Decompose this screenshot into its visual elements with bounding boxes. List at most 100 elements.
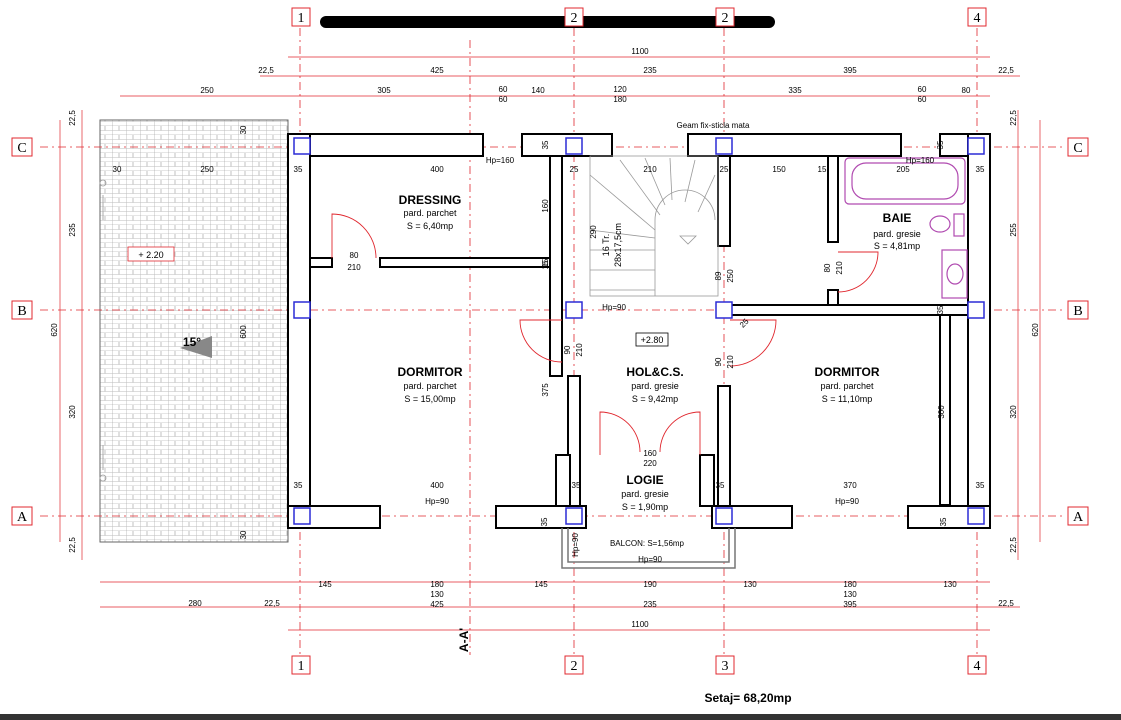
dim-int: 160 — [643, 449, 657, 458]
dim-right: 620 — [1031, 323, 1040, 337]
bottom-dimensions: 145 180 130 145 190 130 180 130 130 280 … — [188, 580, 1014, 629]
dim-int: 35 — [936, 305, 945, 314]
axis-col-label-bottom: 4 — [974, 659, 981, 674]
dim-int: 375 — [541, 383, 550, 397]
dim-seg: 395 — [843, 66, 857, 75]
dim-total-bottom: 1100 — [631, 620, 649, 629]
dim-sub: 60 — [499, 95, 508, 104]
level-roof: + 2.20 — [138, 250, 163, 260]
axis-col-label: 2 — [571, 11, 578, 26]
dim-int: 370 — [843, 481, 857, 490]
dim-int: 35 — [294, 165, 303, 174]
stairs — [589, 155, 719, 297]
roof-tiles — [99, 119, 289, 543]
room-name: DORMITOR — [814, 365, 879, 379]
dim-left-edge: 22,5 — [258, 66, 274, 75]
dim-int: 25 — [570, 165, 579, 174]
dim-sub: 60 — [918, 95, 927, 104]
dim-int: 400 — [430, 165, 444, 174]
axis-row-label: A — [17, 510, 28, 525]
dim-sub: 60 — [918, 85, 927, 94]
dim-bottom: 190 — [643, 580, 657, 589]
axis-row-label: B — [1073, 304, 1082, 319]
axis-col-label: 4 — [974, 11, 981, 26]
dim-bottom: 130 — [843, 590, 857, 599]
side-dimensions: 22,5 235 620 320 22,5 22,5 255 620 320 2… — [50, 110, 1040, 553]
dim-int: 35 — [541, 140, 550, 149]
room-name: BAIE — [883, 211, 912, 225]
dim-sub: 250 — [200, 86, 214, 95]
dim-int: 90 — [563, 345, 572, 354]
height-label: Hp=90 — [425, 497, 449, 506]
height-label: Hp=90 — [571, 533, 580, 557]
dim-int: 35 — [976, 165, 985, 174]
room-area: S = 15,00mp — [404, 394, 455, 404]
dim-left: 22,5 — [68, 110, 77, 126]
total-area: Setaj= 68,20mp — [704, 691, 791, 705]
roof-markers — [99, 179, 107, 482]
height-label: Hp=90 — [835, 497, 859, 506]
balcony-outline — [561, 528, 736, 569]
glass-note: Geam fix-sticla mata — [677, 121, 750, 130]
dim-int: 35 — [936, 140, 945, 149]
dim-int: 35 — [976, 481, 985, 490]
dim-bottom: 395 — [843, 600, 857, 609]
dim-sub: 335 — [788, 86, 802, 95]
room-floor: pard. parchet — [820, 381, 874, 391]
dim-bottom: 180 — [430, 580, 444, 589]
dim-bottom: 145 — [318, 580, 332, 589]
doors — [331, 213, 879, 455]
dim-int: 80 — [823, 263, 832, 272]
axis-col-label-bottom: 1 — [298, 659, 305, 674]
axis-row-label: B — [17, 304, 26, 319]
room-area: S = 1,90mp — [622, 502, 668, 512]
dim-left: 620 — [50, 323, 59, 337]
dim-int: 220 — [643, 459, 657, 468]
dim-int: 35 — [294, 481, 303, 490]
dim-int: 25 — [738, 317, 751, 330]
stair-label: 16 Tr. — [601, 234, 611, 257]
dim-int: 15 — [541, 260, 550, 269]
pillars — [293, 137, 985, 525]
dim-int: 90 — [714, 357, 723, 366]
dim-bottom: 280 — [188, 599, 202, 608]
dim-int: 400 — [430, 481, 444, 490]
dim-int: 300 — [937, 405, 946, 419]
dim-right: 320 — [1009, 405, 1018, 419]
dim-int: 30 — [113, 165, 122, 174]
dim-int: 15 — [818, 165, 827, 174]
dim-sub: 140 — [531, 86, 545, 95]
axis-col-label-bottom: 2 — [571, 659, 578, 674]
dim-bottom: 425 — [430, 600, 444, 609]
room-floor: pard. parchet — [403, 208, 457, 218]
dim-int: 150 — [772, 165, 786, 174]
header-bar — [320, 16, 775, 28]
walls — [287, 133, 991, 529]
dim-bottom: 180 — [843, 580, 857, 589]
dim-sub: 180 — [613, 95, 627, 104]
dim-int: 210 — [643, 165, 657, 174]
dim-seg: 235 — [643, 66, 657, 75]
dim-sub: 80 — [962, 86, 971, 95]
stair-label: 28x17,5cm — [613, 223, 623, 267]
dim-right: 22,5 — [1009, 110, 1018, 126]
dim-int: 290 — [589, 225, 598, 239]
room-area: S = 11,10mp — [822, 394, 873, 404]
dim-int: 160 — [541, 199, 550, 213]
dim-int: 210 — [575, 343, 584, 357]
axis-col-label: 1 — [298, 11, 305, 26]
slope-label: 15° — [183, 335, 201, 349]
dim-seg: 425 — [430, 66, 444, 75]
room-name: DORMITOR — [397, 365, 462, 379]
dim-int: 89 — [714, 271, 723, 280]
dim-int: 35 — [716, 481, 725, 490]
room-area: S = 6,40mp — [407, 221, 453, 231]
rooms: DRESSING pard. parchet S = 6,40mp BAIE p… — [397, 193, 920, 548]
balcony-label: BALCON: S=1,56mp — [610, 539, 685, 548]
dim-sub: 305 — [377, 86, 391, 95]
dim-left: 235 — [68, 223, 77, 237]
annotations: Geam fix-sticla mata Hp=160 Hp=160 Hp=90… — [127, 121, 935, 705]
dim-int: 205 — [896, 165, 910, 174]
dim-right: 255 — [1009, 223, 1018, 237]
